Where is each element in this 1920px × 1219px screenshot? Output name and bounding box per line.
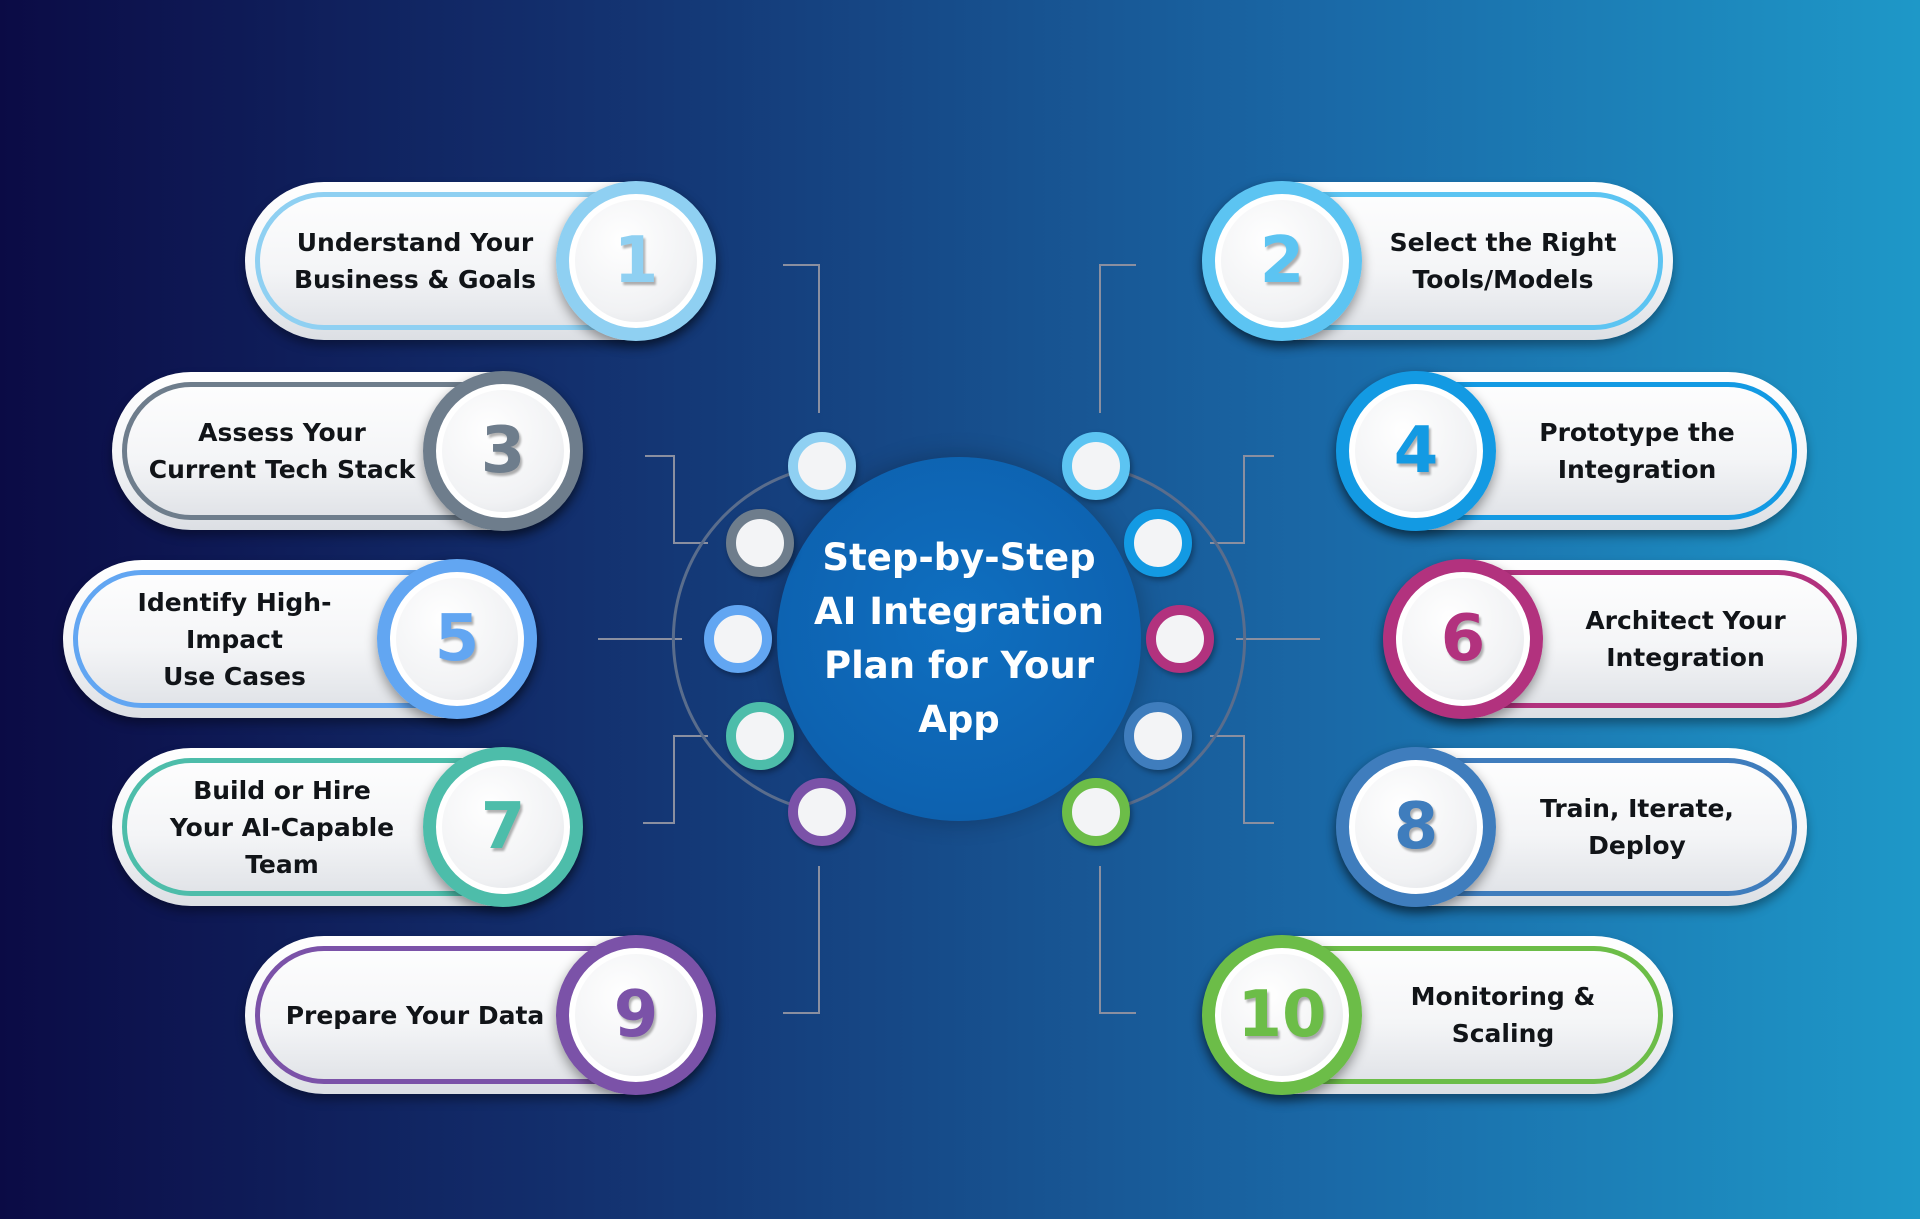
step-1-label: Understand Your Business & Goals [293, 228, 537, 294]
step-9-badge: 9 [556, 935, 716, 1095]
connector-step-4 [1210, 455, 1274, 544]
hub-dot-3 [726, 509, 794, 577]
step-6-badge: 6 [1383, 559, 1543, 719]
step-2-card: 2 Select the Right Tools/Models [1202, 181, 1673, 341]
step-7-number: 7 [480, 790, 526, 864]
hub-dot-1 [788, 432, 856, 500]
step-4-badge: 4 [1336, 371, 1496, 531]
connector-step-7 [643, 735, 708, 824]
hub-dot-7 [726, 702, 794, 770]
step-1-number: 1 [613, 224, 659, 298]
step-3-badge: 3 [423, 371, 583, 531]
step-9-card: Prepare Your Data 9 [245, 935, 716, 1095]
step-10-badge: 10 [1202, 935, 1362, 1095]
step-3-card: Assess Your Current Tech Stack 3 [112, 371, 583, 531]
step-2-label: Select the Right Tools/Models [1389, 228, 1617, 294]
step-4-number: 4 [1393, 414, 1439, 488]
step-5-card: Identify High- Impact Use Cases 5 [63, 559, 537, 719]
step-3-number: 3 [480, 414, 526, 488]
step-8-badge: 8 [1336, 747, 1496, 907]
step-2-badge: 2 [1202, 181, 1362, 341]
connector-step-3 [645, 455, 708, 544]
step-6-card: 6 Architect Your Integration [1383, 559, 1857, 719]
step-9-label: Prepare Your Data [285, 1000, 545, 1030]
hub-dot-2 [1062, 432, 1130, 500]
step-4-card: 4 Prototype the Integration [1336, 371, 1807, 531]
step-2-number: 2 [1259, 224, 1305, 298]
hub-arc-right [1095, 464, 1247, 814]
hub-dot-8 [1124, 702, 1192, 770]
hub-dot-10 [1062, 778, 1130, 846]
step-5-badge: 5 [377, 559, 537, 719]
step-5-label: Identify High- Impact Use Cases [137, 587, 332, 691]
hub-dot-5 [704, 605, 772, 673]
connector-step-1 [783, 264, 820, 413]
step-3-label: Assess Your Current Tech Stack [148, 418, 416, 484]
step-10-card: 10 Monitoring & Scaling [1202, 935, 1673, 1095]
step-5-number: 5 [434, 602, 480, 676]
step-7-badge: 7 [423, 747, 583, 907]
step-1-badge: 1 [556, 181, 716, 341]
connector-step-9 [783, 866, 820, 1014]
central-hub: Step-by-Step AI Integration Plan for You… [777, 457, 1141, 821]
hub-dot-9 [788, 778, 856, 846]
step-7-card: Build or Hire Your AI-Capable Team 7 [112, 747, 583, 907]
connector-step-8 [1210, 735, 1274, 824]
step-8-label: Train, Iterate, Deploy [1540, 794, 1734, 860]
step-7-label: Build or Hire Your AI-Capable Team [169, 775, 395, 879]
hub-arc-left [671, 464, 823, 814]
step-10-label: Monitoring & Scaling [1410, 982, 1596, 1048]
step-4-label: Prototype the Integration [1539, 418, 1735, 484]
connector-step-10 [1099, 866, 1136, 1014]
step-6-label: Architect Your Integration [1585, 606, 1786, 672]
hub-dot-6 [1146, 605, 1214, 673]
step-6-number: 6 [1440, 602, 1486, 676]
step-8-card: 8 Train, Iterate, Deploy [1336, 747, 1807, 907]
step-9-number: 9 [613, 978, 659, 1052]
connector-step-2 [1099, 264, 1136, 413]
hub-dot-4 [1124, 509, 1192, 577]
step-8-number: 8 [1393, 790, 1439, 864]
step-10-number: 10 [1237, 978, 1327, 1052]
diagram-title: Step-by-Step AI Integration Plan for You… [813, 536, 1104, 741]
step-1-card: Understand Your Business & Goals 1 [245, 181, 716, 341]
